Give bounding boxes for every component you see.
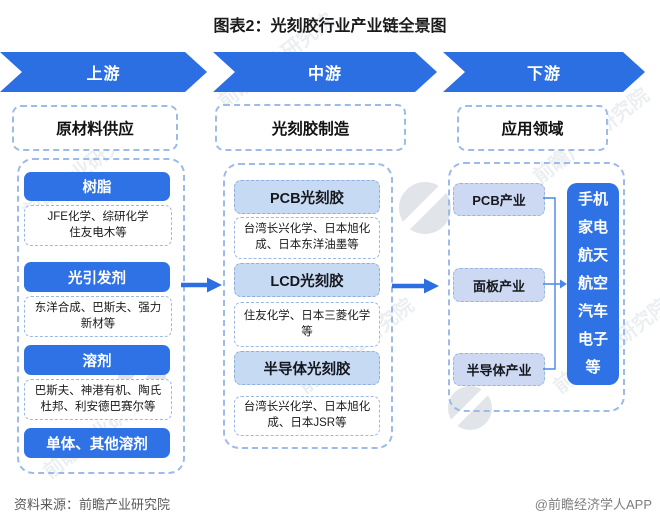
credit-note: @前瞻经济学人APP	[534, 497, 652, 512]
downstream-applications-box: 手机 家电 航天 航空 汽车 电子 等	[567, 183, 619, 385]
source-note: 资料来源：前瞻产业研究院	[14, 497, 171, 512]
chart-title: 图表2：光刻胶行业产业链全景图	[213, 18, 447, 35]
upstream-category-solvent: 溶剂	[24, 345, 170, 375]
midstream-companies-pcb-resist: 台湾长兴化学、日本旭化 成、日本东洋油墨等	[234, 217, 380, 259]
upstream-companies-solvent: 巴斯夫、神港有机、陶氏 杜邦、利安德巴赛尔等	[24, 379, 172, 420]
upstream-companies-resin: JFE化学、综研化学 住友电木等	[24, 205, 172, 246]
watermark-logo	[399, 182, 451, 234]
upstream-category-monomer: 单体、其他溶剂	[24, 428, 170, 458]
downstream-group-container	[448, 162, 625, 412]
banner-segment-downstream: 下游	[443, 52, 645, 92]
banner-segment-upstream: 上游	[0, 52, 207, 92]
upstream-companies-photoinitiator: 东洋合成、巴斯夫、强力 新材等	[24, 296, 172, 337]
upstream-group-container	[17, 158, 185, 474]
header-applications: 应用领域	[457, 105, 608, 151]
midstream-group-container	[223, 163, 393, 449]
downstream-industry-pcb: PCB产业	[453, 183, 545, 216]
downstream-industry-semiconductor: 半导体产业	[453, 353, 545, 386]
midstream-companies-semiconductor-resist: 台湾长兴化学、日本旭化 成、日本JSR等	[234, 396, 380, 436]
midstream-companies-lcd-resist: 住友化学、日本三菱化学 等	[234, 302, 380, 347]
upstream-category-resin: 树脂	[24, 172, 170, 201]
midstream-category-pcb-resist: PCB光刻胶	[234, 180, 380, 214]
upstream-to-midstream-arrow	[181, 277, 222, 293]
midstream-category-semiconductor-resist: 半导体光刻胶	[234, 351, 380, 385]
banner-segment-midstream: 中游	[213, 52, 437, 92]
midstream-category-lcd-resist: LCD光刻胶	[234, 263, 380, 297]
downstream-industry-panel: 面板产业	[453, 268, 545, 302]
header-raw-materials: 原材料供应	[12, 105, 178, 151]
upstream-category-photoinitiator: 光引发剂	[24, 262, 170, 292]
header-manufacturing: 光刻胶制造	[215, 104, 406, 151]
